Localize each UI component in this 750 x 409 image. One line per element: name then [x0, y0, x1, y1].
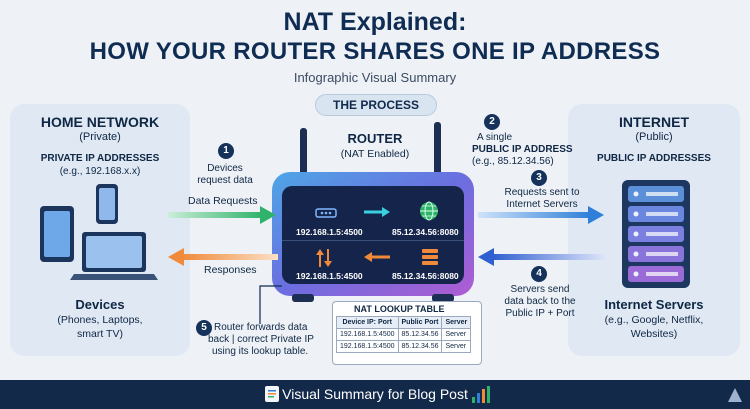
- server-unit-1: [628, 186, 684, 202]
- step-1-badge: 1: [218, 143, 234, 159]
- step-5-line-1: Router forwards data: [214, 322, 308, 333]
- router-public-ip-in: 85.12.34.56:8080: [392, 271, 459, 281]
- tablet-icon: [40, 206, 74, 262]
- router-private-ip-in: 192.168.1.5:4500: [296, 271, 363, 281]
- phone-icon: [96, 184, 118, 224]
- nat-lookup-table: Device IP: Port Public Port Server 192.1…: [336, 316, 472, 353]
- table-row: 192.168.1.5:4500 85.12.34.56 Server: [336, 328, 472, 341]
- nat-cell: 192.168.1.5:4500: [336, 328, 399, 341]
- nat-table-header-row: Device IP: Port Public Port Server: [336, 316, 472, 329]
- private-ip-example: (e.g., 192.168.x.x): [59, 166, 141, 177]
- left-arrow-icon: [364, 252, 390, 262]
- data-requests-label: Data Requests: [188, 195, 258, 207]
- title-line-2: HOW YOUR ROUTER SHARES ONE IP ADDRESS: [89, 38, 661, 65]
- step-2-line-3: (e.g., 85.12.34.56): [472, 156, 554, 167]
- globe-icon: [420, 201, 438, 221]
- footer-label: Visual Summary for Blog Post: [282, 386, 468, 402]
- blog-icon: [265, 386, 279, 402]
- devices-title: Devices: [75, 297, 125, 312]
- nat-col-public-port: Public Port: [397, 316, 443, 329]
- process-pill: THE PROCESS: [315, 94, 437, 116]
- server-unit-5: [628, 266, 684, 282]
- nat-cell: Server: [441, 328, 472, 341]
- antenna-left: [300, 128, 307, 178]
- nat-cell: 85.12.34.56: [397, 340, 443, 353]
- nat-cell: Server: [441, 340, 472, 353]
- server-unit-4: [628, 246, 684, 262]
- router-subtitle: (NAT Enabled): [340, 148, 410, 160]
- servers-desc-1: (e.g., Google, Netflix,: [604, 314, 704, 326]
- router-public-ip-out: 85.12.34.56:8080: [392, 227, 459, 237]
- step-4-line-3: Public IP + Port: [505, 308, 575, 319]
- step-4-line-2: data back to the: [504, 296, 576, 307]
- router-private-ip-out: 192.168.1.5:4500: [296, 227, 363, 237]
- step-3-line-2: Internet Servers: [506, 199, 578, 210]
- internet-title: INTERNET: [619, 114, 689, 130]
- devices-desc-2: smart TV): [77, 328, 123, 340]
- step-5-line-2: back | correct Private IP: [208, 334, 314, 345]
- right-arrow-icon: [364, 207, 390, 217]
- devices-desc-1: (Phones, Laptops,: [57, 314, 143, 326]
- home-network-subtitle: (Private): [79, 131, 121, 143]
- responses-arrow: [168, 248, 278, 266]
- step-5-badge: 5: [196, 320, 212, 336]
- nat-col-device: Device IP: Port: [336, 316, 399, 329]
- up-down-arrows-icon: [316, 249, 332, 267]
- step-2-line-2: PUBLIC IP ADDRESS: [472, 144, 573, 155]
- corner-logo-icon: [728, 388, 742, 402]
- servers-desc-2: Websites): [630, 328, 678, 340]
- requests-to-servers-arrow: [478, 206, 604, 224]
- title-line-1: NAT Explained:: [283, 8, 467, 36]
- router-foot-left: [292, 294, 314, 302]
- router-foot-right: [432, 294, 454, 302]
- nat-cell: 85.12.34.56: [397, 328, 443, 341]
- step-2-badge: 2: [484, 114, 500, 130]
- stack-icon: [422, 249, 438, 265]
- data-requests-arrow: [168, 206, 276, 224]
- public-ip-heading: PUBLIC IP ADDRESSES: [597, 153, 711, 164]
- devices-illustration: [40, 184, 158, 280]
- subtitle: Infographic Visual Summary: [293, 70, 457, 85]
- footer-bar: [0, 380, 750, 409]
- step-2-line-1: A single: [477, 132, 513, 143]
- servers-title: Internet Servers: [604, 297, 704, 312]
- step-1-line-2: request data: [197, 175, 253, 186]
- servers-response-arrow: [478, 248, 606, 266]
- nat-col-server: Server: [441, 316, 472, 329]
- responses-label: Responses: [204, 264, 257, 276]
- step-5-connector: [259, 285, 282, 324]
- antenna-right: [434, 122, 441, 180]
- router-title: ROUTER: [347, 131, 403, 146]
- server-unit-3: [628, 226, 684, 242]
- server-unit-2: [628, 206, 684, 222]
- step-4-line-1: Servers send: [510, 284, 570, 295]
- table-row: 192.168.1.5:4500 85.12.34.56 Server: [336, 340, 472, 353]
- wifi-icon: [315, 208, 337, 218]
- step-5-line-3: using its lookup table.: [212, 346, 309, 357]
- nat-cell: 192.168.1.5:4500: [336, 340, 399, 353]
- laptop-icon: [70, 232, 158, 280]
- step-3-badge: 3: [531, 170, 547, 186]
- home-network-title: HOME NETWORK: [40, 114, 160, 130]
- step-1-line-1: Devices: [207, 163, 243, 174]
- step-4-badge: 4: [531, 266, 547, 282]
- step-3-line-1: Requests sent to: [504, 187, 580, 198]
- server-rack-icon: [622, 180, 690, 288]
- nat-table-title: NAT LOOKUP TABLE: [354, 304, 445, 314]
- internet-subtitle: (Public): [635, 131, 673, 143]
- private-ip-heading: PRIVATE IP ADDRESSES: [40, 153, 160, 164]
- chart-icon: [472, 386, 490, 403]
